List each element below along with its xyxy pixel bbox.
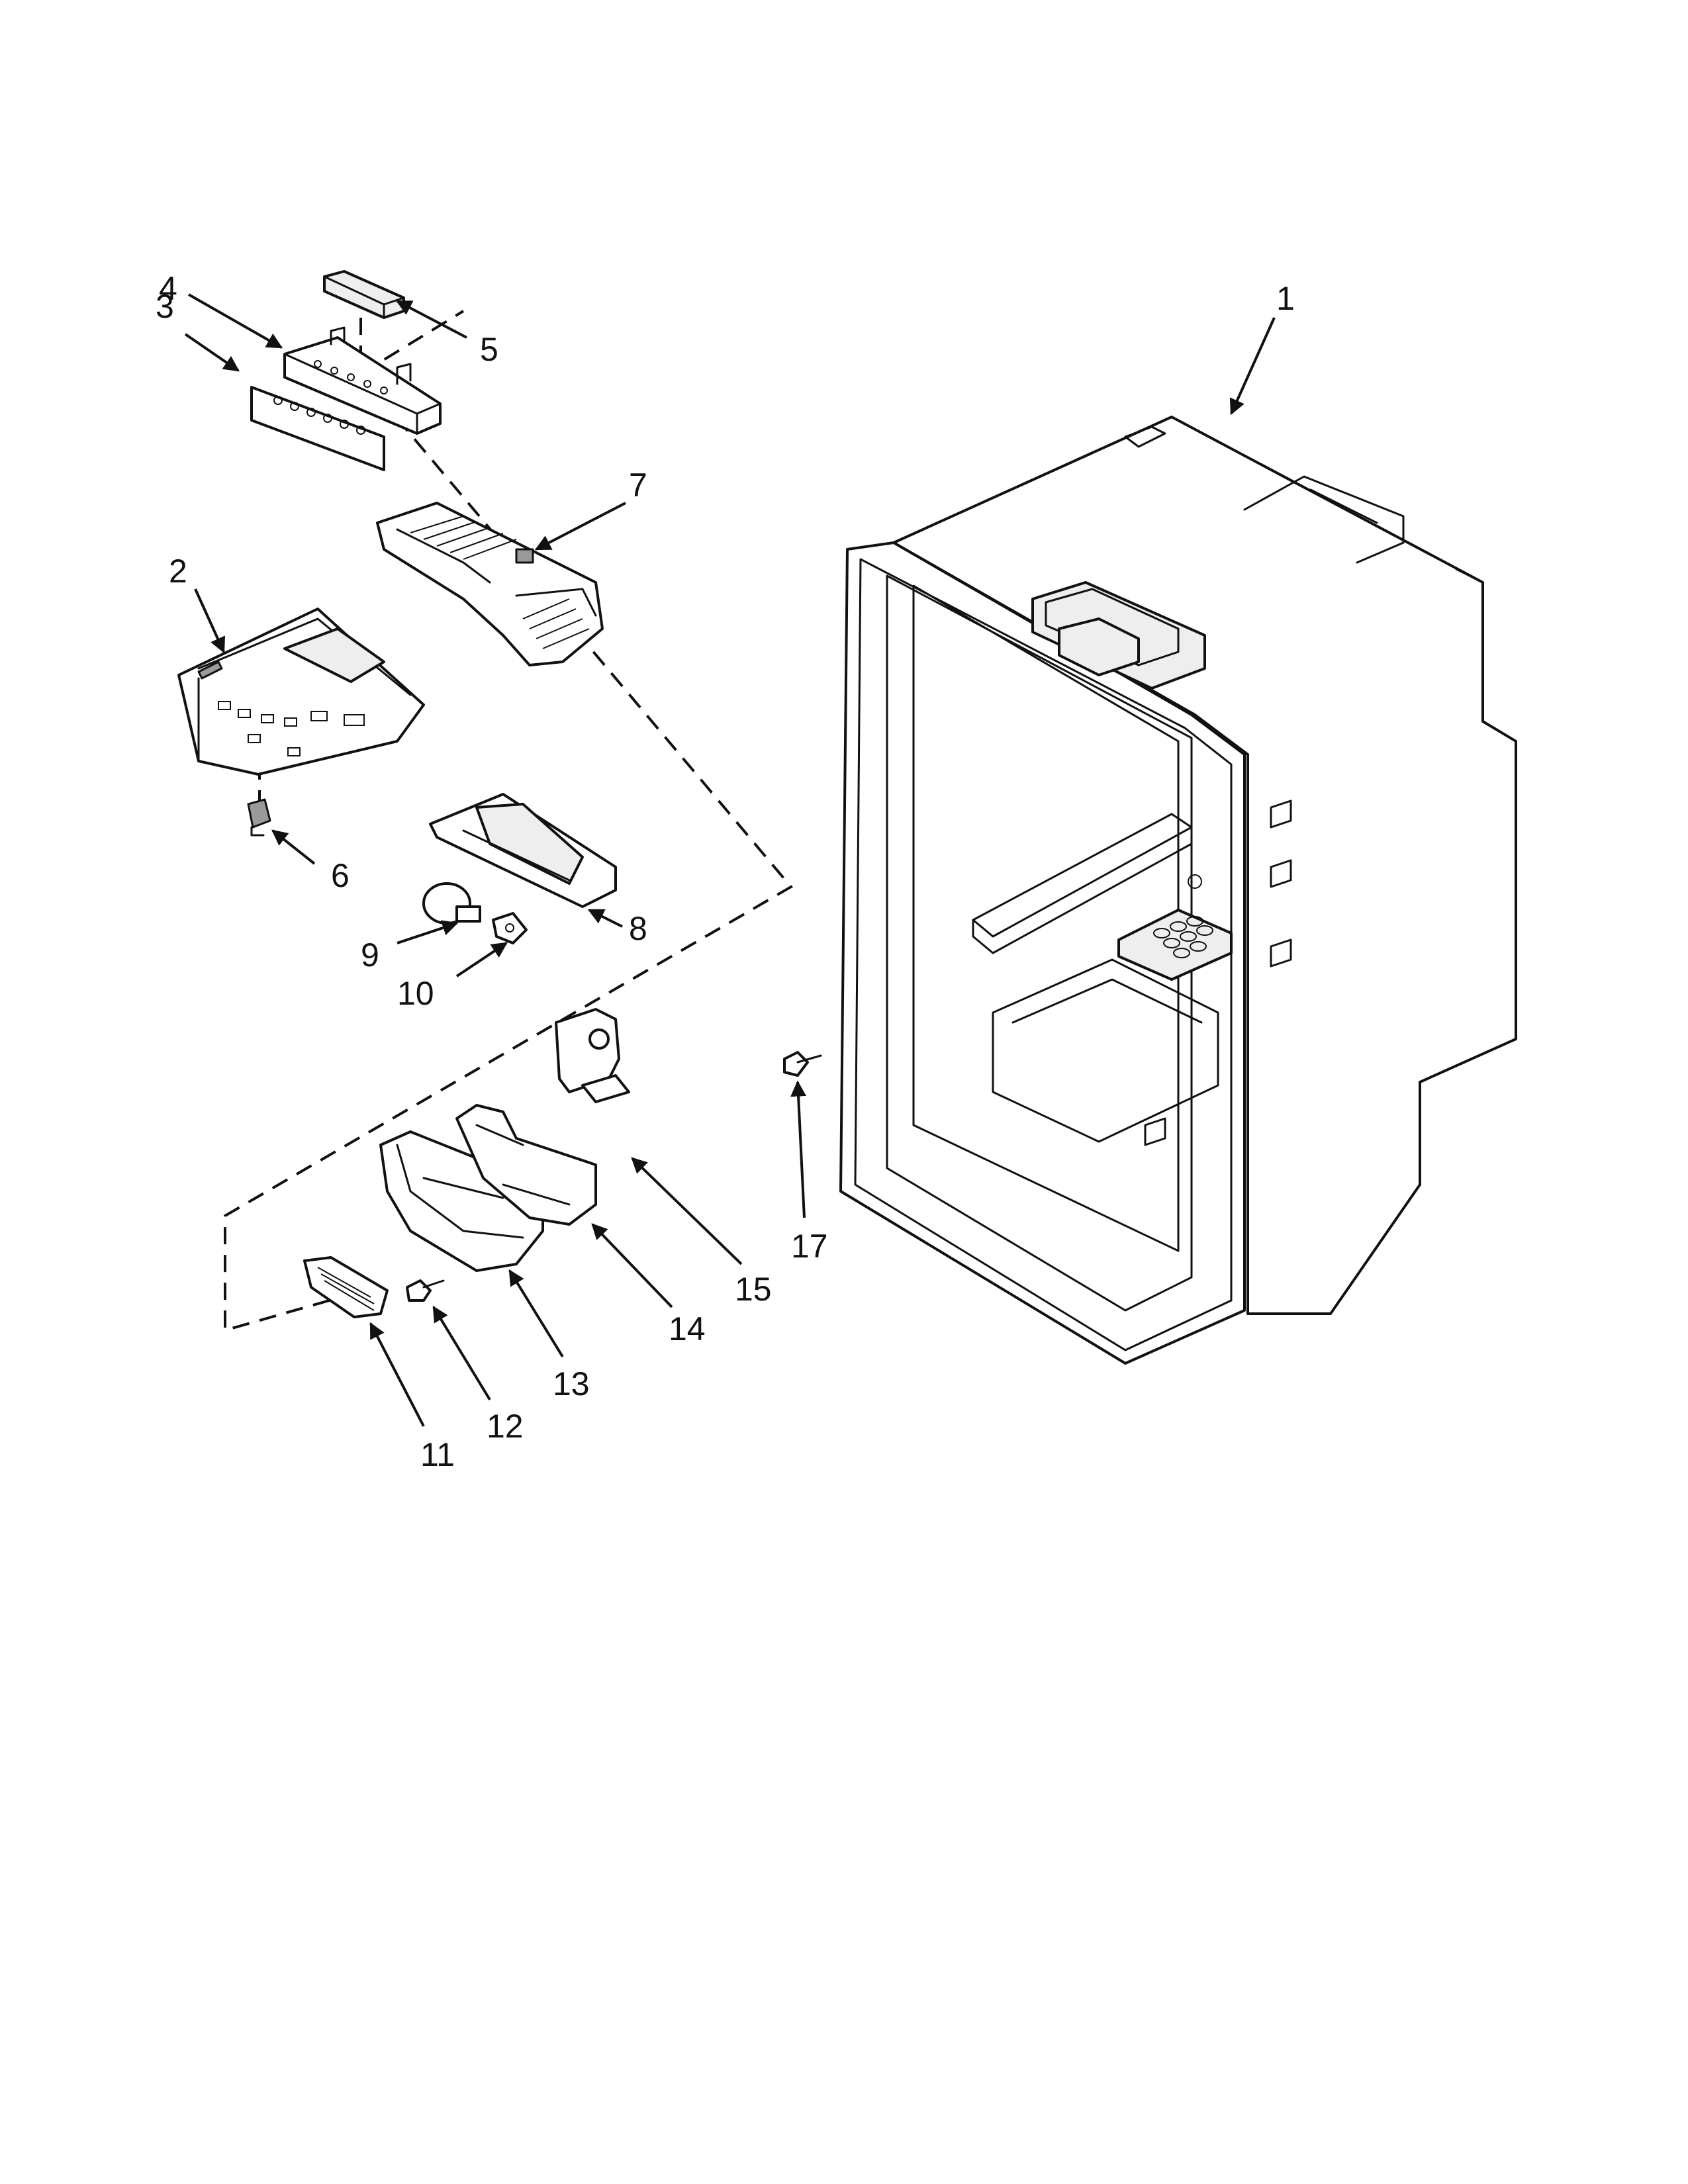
part-12-screw: [406, 1279, 445, 1302]
part-1-liner: [839, 416, 1517, 1365]
part-8-lens-housing: [429, 793, 617, 908]
callout-17: 17: [791, 1228, 828, 1265]
part-4-board-bracket: [283, 326, 442, 435]
part-3-trim-strip: [250, 386, 385, 471]
callout-13: 13: [553, 1365, 590, 1402]
part-10-bulb-socket: [492, 912, 528, 944]
part-2-control-housing: [177, 608, 425, 776]
part-13-dispenser-paddle: [379, 1130, 544, 1272]
callout-15: 15: [735, 1271, 772, 1308]
part-7-alignment-line: [359, 310, 465, 375]
callout-12: 12: [487, 1408, 524, 1445]
callout-2: 2: [169, 553, 187, 590]
part-6-switch: [247, 798, 271, 837]
callout-3: 3: [156, 288, 174, 325]
part-11-dispenser-trim: [303, 1256, 389, 1318]
part-15-water-valve: [555, 1008, 630, 1103]
callout-6: 6: [331, 857, 350, 894]
callout-8: 8: [629, 910, 647, 947]
callout-9: 9: [361, 936, 379, 974]
callout-11: 11: [420, 1436, 455, 1473]
part-9-light-bulb: [422, 882, 481, 925]
callout-10: 10: [397, 975, 434, 1012]
assembly-group-outline: [224, 374, 794, 1332]
part-5-board-cover: [323, 270, 405, 319]
part-7-diffuser-cover: [376, 502, 604, 666]
leader-lines: [184, 293, 1276, 1427]
callout-7: 7: [629, 467, 647, 504]
callout-5: 5: [480, 331, 498, 368]
part-14-dispenser-actuator: [455, 1104, 597, 1226]
callout-4: 4: [159, 270, 177, 307]
callout-1: 1: [1276, 280, 1295, 317]
part-17-screw: [783, 1051, 822, 1077]
callout-14: 14: [669, 1310, 706, 1347]
